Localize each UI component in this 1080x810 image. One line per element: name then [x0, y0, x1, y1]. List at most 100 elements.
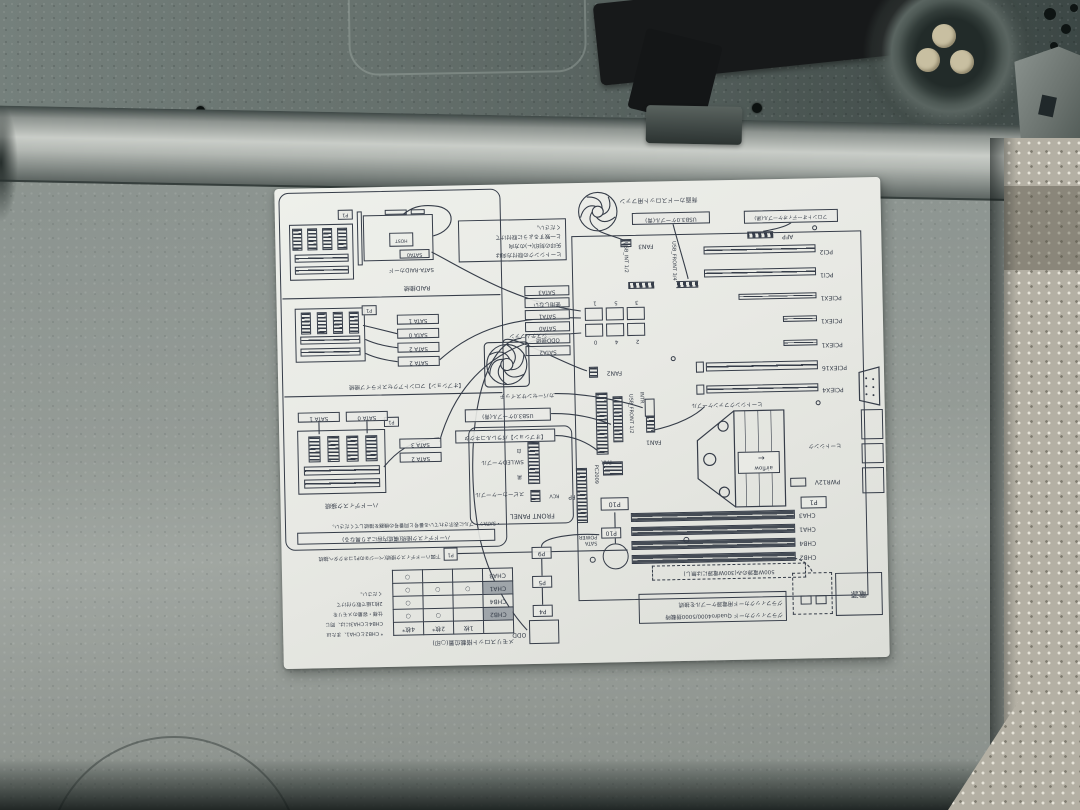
raid-host-chip: HOST — [389, 232, 414, 247]
power-plug — [327, 435, 340, 463]
afp-pads — [747, 231, 774, 239]
memory-table-title: メモリスロット搭載位置(○印) — [432, 637, 515, 647]
fan1-label: FAN1 — [646, 438, 662, 446]
hdd-sata-label: SATA 3 — [399, 437, 442, 449]
raid-p1: P1 — [337, 209, 353, 220]
floor-corner — [948, 698, 1080, 810]
usb-int12-label: USB_INT 1/2 — [622, 242, 629, 273]
vent-hole — [1061, 24, 1071, 34]
fp-header-pins-small — [530, 489, 541, 503]
heatsink — [695, 409, 787, 509]
fan3-label: FAN3 — [638, 242, 654, 250]
usb-front12-label: USB_FRONT 1/2 — [627, 393, 635, 434]
floor-shadow-band — [1004, 186, 1080, 270]
quadro-note: グラフィックカード Quadro4000/5000搭載時 グラフィックカード用電… — [638, 590, 788, 624]
usb-front34-label: USB_FRONT 3/4 — [670, 241, 678, 281]
p4-connector: P4 — [532, 604, 553, 618]
vent-hole — [1050, 42, 1058, 50]
memory-note-line: 仕様・容量のメモリを — [332, 610, 383, 618]
plastic-rivet-lobe — [950, 50, 974, 74]
slot-label: PCIEX1 — [821, 340, 843, 349]
vga-port — [856, 365, 885, 408]
board-hole — [683, 536, 690, 543]
sata-port — [626, 306, 645, 321]
usb-front34-pads — [676, 280, 699, 289]
rear-fan-label: 背面カードスロット用ファン — [619, 195, 698, 205]
memory-note-line: * CHB2とCHA1、または — [326, 630, 384, 638]
cover-sensor-label: カバーセンサスイッチ — [499, 391, 555, 399]
memory-note-line: ください。 — [357, 590, 383, 597]
fan1-connector — [645, 415, 656, 433]
rear-port — [860, 408, 884, 440]
diagram-content-rotated-180: 電源 グラフィックカード Quadro4000/5000搭載時 グラフィックカー… — [274, 177, 890, 669]
raid-section-caption: RAID接続 — [403, 284, 431, 292]
dimm-label: CHB2 — [799, 553, 817, 561]
pwr12v-connector — [790, 477, 807, 487]
option-sata-label: SATA 2 — [397, 341, 440, 353]
sata-power-label2: POWER — [578, 533, 598, 541]
case-edge-shadow — [990, 138, 1016, 810]
system-fan — [483, 341, 530, 388]
dimm-label: CHB4 — [799, 539, 817, 547]
heatsink-label: ヒートシンク — [808, 441, 842, 449]
hdd-bay — [303, 465, 380, 476]
dimm-label: CHA1 — [799, 525, 816, 533]
power-plug — [308, 436, 321, 463]
hdd-section-caption: ハードディスク接続 — [324, 501, 379, 510]
case-bottom-shadow — [0, 758, 1080, 810]
p1-power-connector: P1 — [800, 496, 827, 509]
sata-label-box: SATA2 — [525, 345, 571, 357]
sata-port — [585, 323, 604, 337]
heatsink-note-line: と一致するように取付けて — [495, 232, 562, 240]
raid-card-label: SATA-RAIDカード — [388, 265, 434, 273]
sata-label-box: SATA0 — [524, 321, 571, 333]
afp-label: AFP — [782, 232, 794, 240]
slot-clip — [696, 384, 705, 395]
odd-drive — [528, 619, 560, 645]
pcie-x1-slot — [782, 315, 818, 322]
fan2-label: FAN2 — [606, 369, 623, 377]
psu-pin — [815, 595, 827, 605]
pwr12v-label: PWR12V — [814, 477, 841, 486]
airflow-label: airflow — [754, 464, 773, 471]
quadro-note-line1: グラフィックカード Quadro4000/5000搭載時 — [665, 611, 783, 620]
p10-connector: P10 — [600, 497, 629, 511]
fan2-connector — [588, 366, 599, 378]
rcv-label: RCV — [549, 492, 560, 499]
sata-port — [605, 307, 624, 321]
raid-bay — [294, 253, 349, 263]
plastic-rivet-lobe — [916, 48, 940, 72]
board-hole — [670, 356, 676, 362]
fp-header-pins — [527, 441, 541, 485]
power-plug — [346, 435, 359, 462]
hdd-bay — [304, 478, 381, 489]
usb-int12-pads — [628, 281, 655, 290]
power-plug — [322, 227, 333, 251]
option-bay — [300, 335, 361, 345]
airflow-box: airflow ← — [737, 451, 781, 474]
option-sata-label: SATA 2 — [397, 355, 440, 367]
sata-port — [627, 322, 646, 337]
rear-port — [861, 442, 884, 464]
sata-port — [584, 307, 603, 321]
heatsink-note-line: ヒートシンクの取付方向は — [495, 250, 562, 258]
fp-label: FP — [568, 493, 576, 501]
rear-port — [861, 466, 885, 494]
aux-header — [602, 461, 624, 476]
wire-color-white: 白 — [516, 447, 522, 454]
par-header — [595, 392, 609, 455]
board-hole — [812, 225, 818, 231]
legend-text: 下図ハードディスク接続(ページ②のP1コネクタへ接続 — [318, 552, 441, 562]
sata-port-number: 2 — [635, 337, 640, 344]
sata-port-number: 4 — [614, 338, 619, 345]
psu-pin — [800, 595, 812, 605]
memory-note-line: CHB4とCHA3には、同じ — [325, 620, 384, 628]
memory-note-line: 2枚1組で取り付けて — [336, 600, 383, 607]
sata-port-number: 5 — [614, 299, 618, 306]
sata-label-box: SATA1 — [524, 309, 570, 321]
front-panel-title: FRONT PANEL — [509, 511, 555, 521]
option-p1: P1 — [361, 305, 377, 316]
